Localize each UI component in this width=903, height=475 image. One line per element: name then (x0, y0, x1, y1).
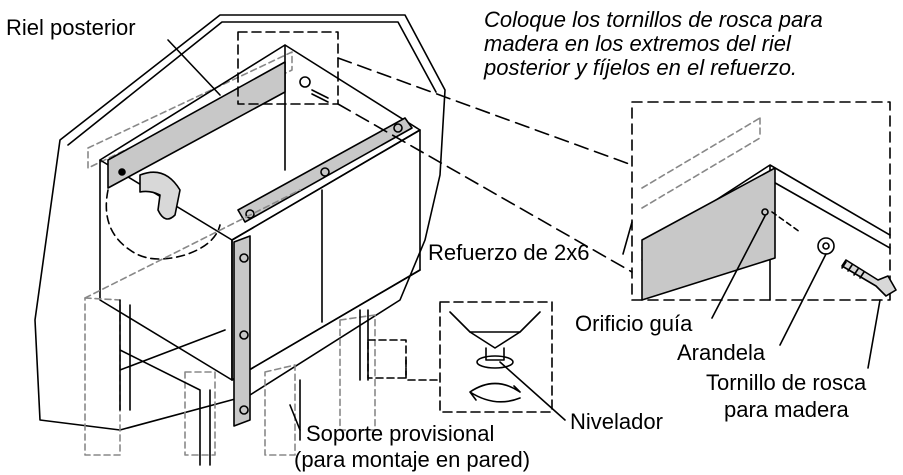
detail-washer (817, 237, 835, 255)
detail-rail (641, 167, 776, 301)
instruction-line-1: Coloque los tornillos de rosca para (484, 7, 823, 32)
temporary-support (84, 189, 376, 456)
detail-pilot-hole (761, 208, 769, 216)
pilot-hole-leader (711, 215, 766, 319)
leveler-callout-box (367, 339, 407, 379)
temp-support-label-line2: (para montaje en pared) (294, 447, 531, 472)
support-leader (289, 404, 301, 431)
washer-label: Arandela (677, 340, 766, 365)
detail-dashed-wall (641, 117, 761, 209)
instruction-line-2: madera en los extremos del riel (484, 31, 791, 56)
instruction-line-3: posterior y fíjelos en el refuerzo. (484, 55, 798, 80)
tool-tip (118, 168, 126, 176)
hand-tool (139, 171, 181, 220)
instruction-note: Coloque los tornillos de rosca para made… (484, 8, 823, 80)
washer-leader (779, 253, 827, 346)
wood-screw-label-line1: Tornillo de rosca (706, 370, 867, 395)
pilot-hole-label: Orificio guía (575, 311, 693, 336)
leveler-callout-leader (405, 359, 441, 381)
detail-screw (841, 259, 897, 297)
leveler-label: Nivelador (570, 409, 663, 434)
leveler-detail-box (439, 301, 553, 413)
screw-leader (867, 299, 881, 369)
reinforcement-leader (622, 221, 633, 255)
rail-detail-box (631, 101, 891, 301)
leveler-leader (499, 361, 566, 421)
rear-rail-leader (167, 39, 221, 96)
front-top-rail (237, 117, 413, 223)
rail-end-callout-box (237, 31, 339, 105)
rotate-arrows-icon (469, 382, 521, 403)
wood-screw-label-line2: para madera (724, 397, 849, 422)
rear-rail-label: Riel posterior (6, 15, 136, 40)
temp-support-label-line1: Soporte provisional (306, 421, 495, 446)
reinforcement-label: Refuerzo de 2x6 (428, 240, 590, 265)
zoom-line-top (337, 57, 633, 166)
wall-outline (34, 14, 446, 431)
reinforcement-stud-dashed (87, 51, 293, 169)
cutaway-boundary (105, 189, 221, 260)
door-lower-edge (231, 269, 421, 381)
wall-inner-outline (67, 21, 437, 146)
zoom-line-bottom (337, 103, 633, 273)
rear-rail (107, 61, 286, 189)
